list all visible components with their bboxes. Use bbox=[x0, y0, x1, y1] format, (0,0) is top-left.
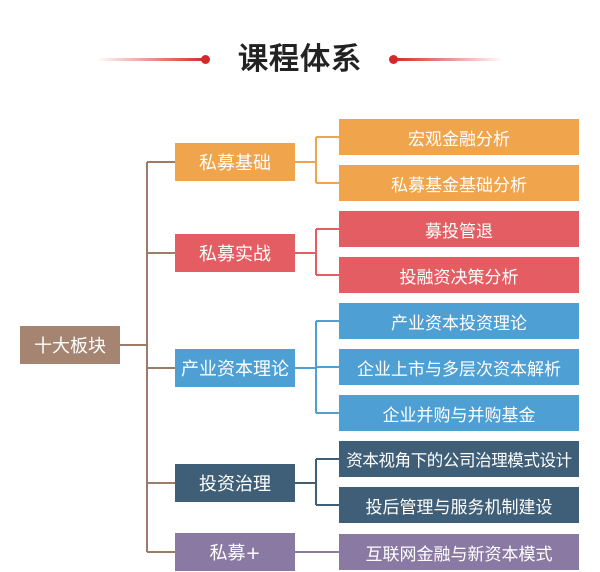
category-node-1: 私募基础 bbox=[175, 143, 295, 181]
category-node-5: 私募+ bbox=[175, 533, 295, 571]
page-title: 课程体系 bbox=[238, 42, 362, 77]
category-node-4: 投资治理 bbox=[175, 464, 295, 502]
root-node: 十大板块 bbox=[20, 326, 120, 364]
title-decoration-left-dot bbox=[201, 55, 210, 64]
leaf-node-4-2: 投后管理与服务机制建设 bbox=[339, 487, 579, 523]
leaf-node-3-1: 产业资本投资理论 bbox=[339, 303, 579, 339]
title-decoration-right-line bbox=[394, 58, 504, 61]
leaf-node-2-1: 募投管退 bbox=[339, 211, 579, 247]
category-node-2: 私募实战 bbox=[175, 234, 295, 272]
title-decoration-left-line bbox=[96, 58, 206, 61]
leaf-node-5-1: 互联网金融与新资本模式 bbox=[339, 534, 579, 570]
title-decoration-right-dot bbox=[389, 55, 398, 64]
leaf-node-2-2: 投融资决策分析 bbox=[339, 257, 579, 293]
leaf-node-1-1: 宏观金融分析 bbox=[339, 119, 579, 155]
category-connector-3 bbox=[295, 320, 339, 414]
root-connector bbox=[120, 161, 175, 553]
category-connector-2 bbox=[295, 228, 339, 276]
leaf-node-4-1: 资本视角下的公司治理模式设计 bbox=[339, 441, 579, 477]
leaf-node-3-3: 企业并购与并购基金 bbox=[339, 395, 579, 431]
category-node-3: 产业资本理论 bbox=[175, 349, 295, 387]
leaf-node-3-2: 企业上市与多层次资本解析 bbox=[339, 349, 579, 385]
category-connector-4 bbox=[295, 458, 339, 506]
leaf-node-1-2: 私募基金基础分析 bbox=[339, 165, 579, 201]
category-connector-1 bbox=[295, 136, 339, 184]
